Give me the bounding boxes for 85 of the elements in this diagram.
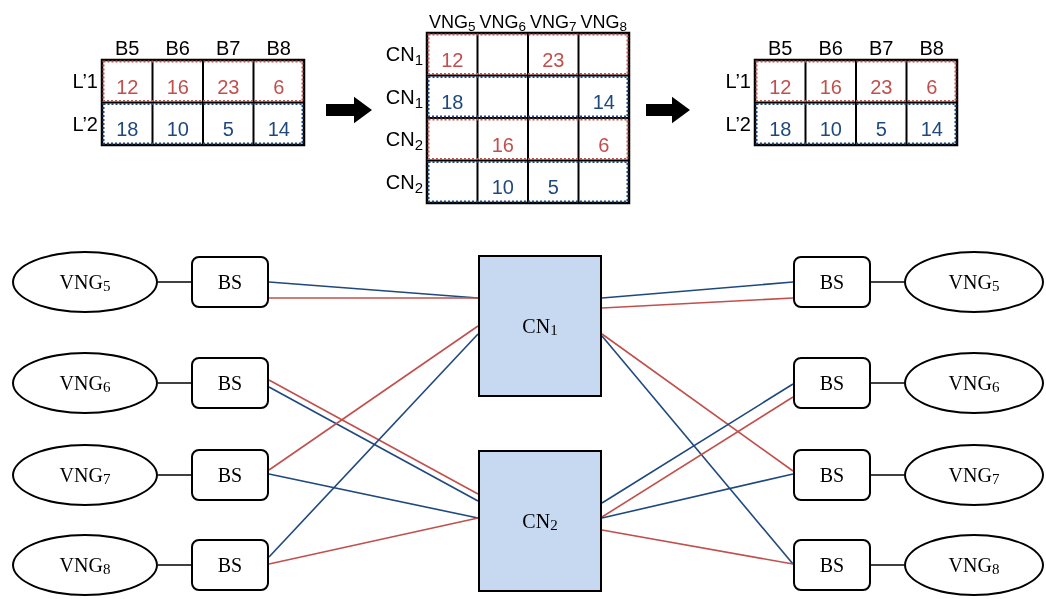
column-header: B7: [216, 38, 241, 58]
column-header: VNG$_{8}$: [580, 13, 627, 31]
block-arrow: [326, 96, 372, 124]
connector-line: [601, 335, 794, 565]
cell-value: 18: [116, 119, 139, 139]
connector-line: [268, 517, 479, 565]
cell-value: 5: [875, 119, 887, 139]
cell-value: 16: [819, 76, 842, 97]
row-header: CN$_{1}$: [385, 86, 423, 107]
central-node-box: CN$_{1}$: [478, 255, 602, 397]
connector-line: [268, 333, 479, 558]
vng-ellipse: VNG$_{6}$: [904, 352, 1044, 414]
connector-line: [601, 396, 794, 518]
cell-value: 12: [441, 49, 464, 70]
cell-value: 16: [166, 76, 189, 97]
column-header: B6: [165, 38, 190, 58]
connector-line: [601, 281, 794, 299]
cell-value: 14: [267, 119, 290, 139]
vng-ellipse: VNG$_{5}$: [904, 251, 1044, 313]
cell-value: 23: [542, 49, 565, 70]
connector-line: [157, 564, 192, 566]
connector-line: [157, 474, 192, 476]
connector-line: [870, 281, 905, 283]
vng-ellipse: VNG$_{8}$: [12, 534, 158, 596]
cell-value: 16: [491, 134, 514, 155]
base-station-box: BS: [793, 256, 871, 308]
row-header: L’2: [72, 113, 98, 134]
connector-line: [601, 297, 794, 309]
column-header: B6: [818, 38, 843, 58]
vng-ellipse: VNG$_{7}$: [904, 444, 1044, 506]
cell-value: 12: [116, 76, 139, 97]
connector-line: [157, 281, 192, 283]
cell-value: 6: [926, 76, 938, 97]
cell-value: 6: [273, 76, 285, 97]
column-header: B8: [919, 38, 944, 58]
column-header: VNG$_{5}$: [429, 13, 476, 31]
column-header: VNG$_{6}$: [479, 13, 526, 31]
row-header: CN$_{2}$: [385, 171, 423, 192]
base-station-box: BS: [191, 357, 269, 409]
vng-ellipse: VNG$_{8}$: [904, 534, 1044, 596]
column-header: B5: [115, 38, 140, 58]
cell-value: 14: [592, 92, 615, 112]
vng-ellipse: VNG$_{6}$: [12, 352, 158, 414]
connector-line: [601, 383, 794, 504]
column-header: B7: [869, 38, 894, 58]
connector-line: [157, 382, 192, 384]
column-header: B5: [768, 38, 793, 58]
column-header: B8: [266, 38, 291, 58]
row-header: L’2: [725, 113, 751, 134]
cell-value: 6: [598, 134, 610, 155]
base-station-box: BS: [793, 539, 871, 591]
connector-line: [870, 474, 905, 476]
block-arrow: [646, 96, 690, 124]
base-station-box: BS: [793, 357, 871, 409]
cell-value: 5: [547, 177, 559, 197]
cell-value: 10: [491, 177, 514, 197]
cell-value: 10: [166, 119, 189, 139]
cell-value: 5: [222, 119, 234, 139]
connector-line: [870, 564, 905, 566]
vng-ellipse: VNG$_{5}$: [12, 251, 158, 313]
connector-line: [601, 473, 794, 519]
base-station-box: BS: [191, 539, 269, 591]
cell-value: 18: [769, 119, 792, 139]
row-header: CN$_{1}$: [385, 44, 423, 65]
connector-line: [601, 529, 794, 565]
row-header: L’1: [725, 71, 751, 92]
column-header: VNG$_{7}$: [530, 13, 577, 31]
vng-ellipse: VNG$_{7}$: [12, 444, 158, 506]
row-header: CN$_{2}$: [385, 129, 423, 150]
cell-value: 23: [870, 76, 893, 97]
connector-line: [870, 382, 905, 384]
connector-line: [268, 325, 479, 471]
cell-value: 18: [441, 92, 464, 112]
cell-value: 14: [920, 119, 943, 139]
base-station-box: BS: [793, 449, 871, 501]
connector-line: [601, 333, 794, 472]
base-station-box: BS: [191, 256, 269, 308]
connector-line: [268, 297, 479, 299]
cell-value: 23: [217, 76, 240, 97]
row-header: L’1: [72, 71, 98, 92]
cell-value: 12: [769, 76, 792, 97]
base-station-box: BS: [191, 449, 269, 501]
central-node-box: CN$_{2}$: [478, 450, 602, 592]
connector-line: [268, 473, 479, 519]
cell-value: 10: [819, 119, 842, 139]
